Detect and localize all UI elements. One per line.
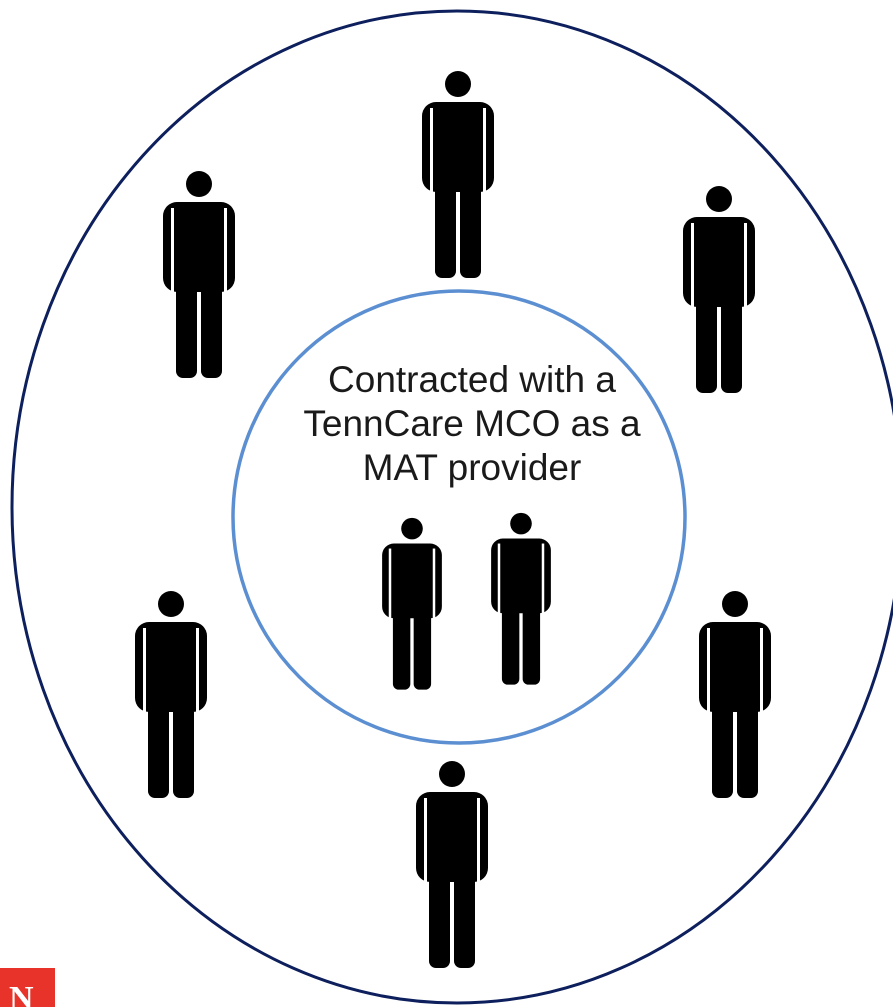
outer-population-ellipse — [10, 9, 893, 1005]
mat-provider-circle — [231, 289, 687, 745]
outer-person-icon — [163, 171, 235, 380]
outer-person-icon — [683, 186, 755, 395]
outer-person-icon — [422, 71, 494, 280]
center-label: Contracted with a TennCare MCO as a MAT … — [262, 358, 682, 490]
center-label-line-1: Contracted with a — [328, 359, 616, 400]
logo-letter: N — [9, 980, 34, 1007]
inner-people-group — [382, 512, 551, 692]
outer-person-icon — [416, 761, 488, 970]
center-label-line-3: MAT provider — [362, 447, 582, 488]
outer-people-group — [135, 71, 771, 970]
inner-person-icon — [491, 512, 551, 687]
outer-person-icon — [135, 591, 207, 800]
center-label-line-2: TennCare MCO as a — [303, 403, 641, 444]
inner-person-icon — [382, 517, 442, 692]
outer-person-icon — [699, 591, 771, 800]
logo-badge: N — [0, 968, 55, 1007]
